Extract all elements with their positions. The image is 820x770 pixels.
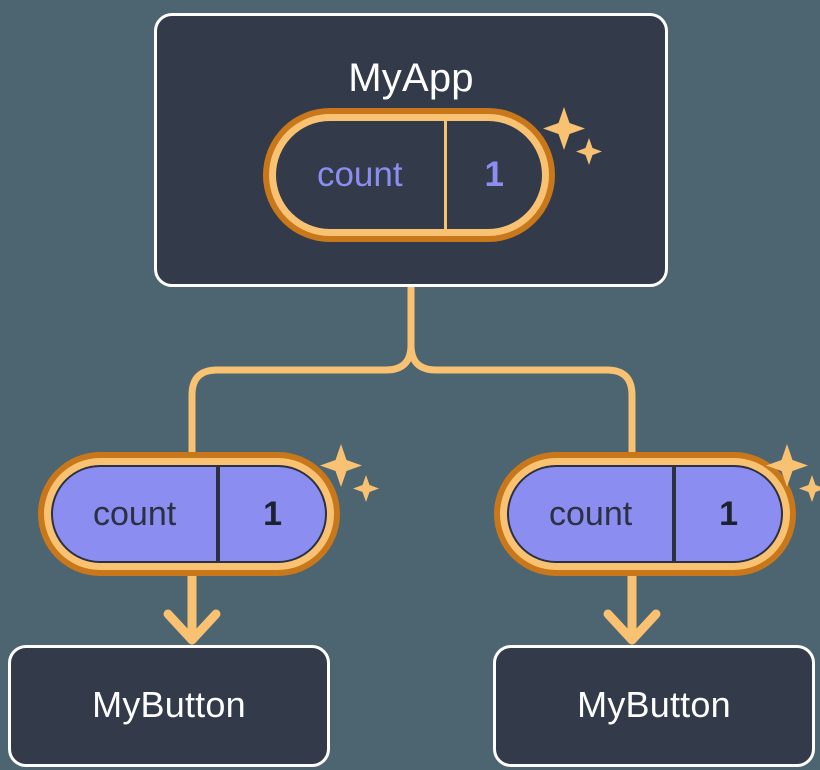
node-title-mybutton: MyButton [92,684,246,725]
arrow-head-left [163,609,221,645]
signal-pill-child-right[interactable]: count 1 [494,452,796,576]
signal-name: count [93,494,177,533]
signal-value: 1 [443,121,542,229]
signal-pill-ring-inner: count 1 [269,114,549,236]
signal-pill-body: count 1 [51,465,327,563]
signal-value: 1 [216,467,325,561]
node-title-mybutton: MyButton [577,684,731,725]
signal-name: count [549,494,633,533]
signal-value: 1 [672,467,781,561]
node-card-mybutton-left[interactable]: MyButton [8,645,330,767]
arrow-head-right [603,609,661,645]
node-title-myapp: MyApp [348,56,474,100]
connector-root-to-left-child [188,283,415,456]
signal-pill-ring-inner: count 1 [500,458,790,570]
signal-pill-root[interactable]: count 1 [263,108,555,242]
signal-pill-body: count 1 [276,121,542,229]
node-card-mybutton-right[interactable]: MyButton [493,645,815,767]
signal-pill-ring-inner: count 1 [44,458,334,570]
signal-pill-body: count 1 [507,465,783,563]
signal-name: count [316,155,403,194]
signal-pill-child-left[interactable]: count 1 [38,452,340,576]
connector-root-to-right-child [407,283,636,456]
